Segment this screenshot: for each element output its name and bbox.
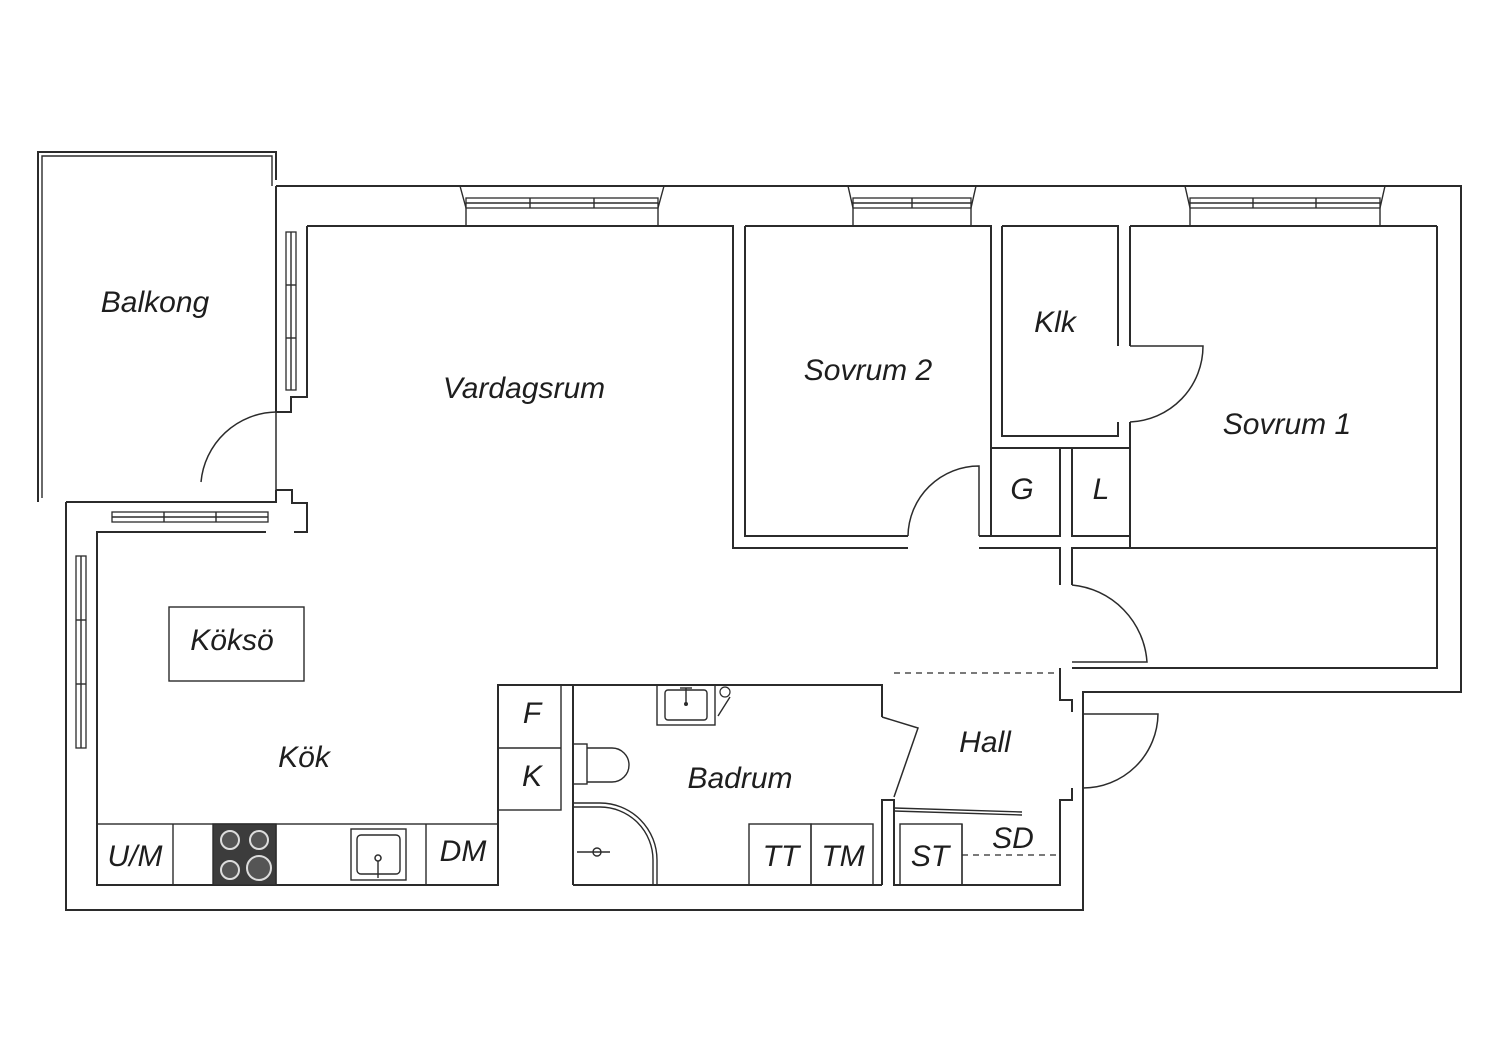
- kitchen-island: [168, 606, 305, 682]
- windows: [75, 185, 1386, 749]
- fixture-label-k: K: [522, 760, 544, 793]
- hall-storage: [893, 807, 1058, 886]
- fixture-label-tm: TM: [821, 840, 864, 873]
- doors: [200, 345, 1204, 798]
- shower-icon: [573, 802, 658, 885]
- toilet-icon: [572, 743, 630, 785]
- fixture-label-sd: SD: [992, 822, 1034, 855]
- interior-walls: [744, 225, 1131, 548]
- room-label-l: L: [1093, 473, 1110, 506]
- room-label-balkong: Balkong: [101, 286, 210, 319]
- kitchen-sink-icon: [350, 828, 407, 881]
- room-label-klk: Klk: [1034, 306, 1078, 339]
- room-label-vardagsrum: Vardagsrum: [443, 372, 605, 405]
- room-label-hall: Hall: [959, 726, 1012, 759]
- room-label-badrum: Badrum: [687, 762, 792, 795]
- fixture-label-st: ST: [911, 840, 952, 873]
- outer-walls: [65, 185, 1462, 911]
- balcony-outline: [37, 151, 277, 502]
- room-label-sovrum-1: Sovrum 1: [1223, 408, 1351, 441]
- washbasin-icon: [656, 684, 716, 726]
- island-label: Köksö: [190, 624, 273, 657]
- fixture-label-dm: DM: [440, 835, 487, 868]
- laundry-units: [748, 823, 874, 886]
- fixture-label-tt: TT: [763, 840, 802, 873]
- room-label-kok: Kök: [278, 741, 332, 774]
- room-label-g: G: [1010, 473, 1033, 506]
- fridge-freezer: [497, 684, 562, 811]
- fan-icon: [717, 686, 731, 717]
- fixture-label-f: F: [523, 697, 543, 730]
- fixture-label-um: U/M: [108, 840, 163, 873]
- stove-icon: [212, 823, 277, 886]
- room-label-sovrum-2: Sovrum 2: [804, 354, 933, 387]
